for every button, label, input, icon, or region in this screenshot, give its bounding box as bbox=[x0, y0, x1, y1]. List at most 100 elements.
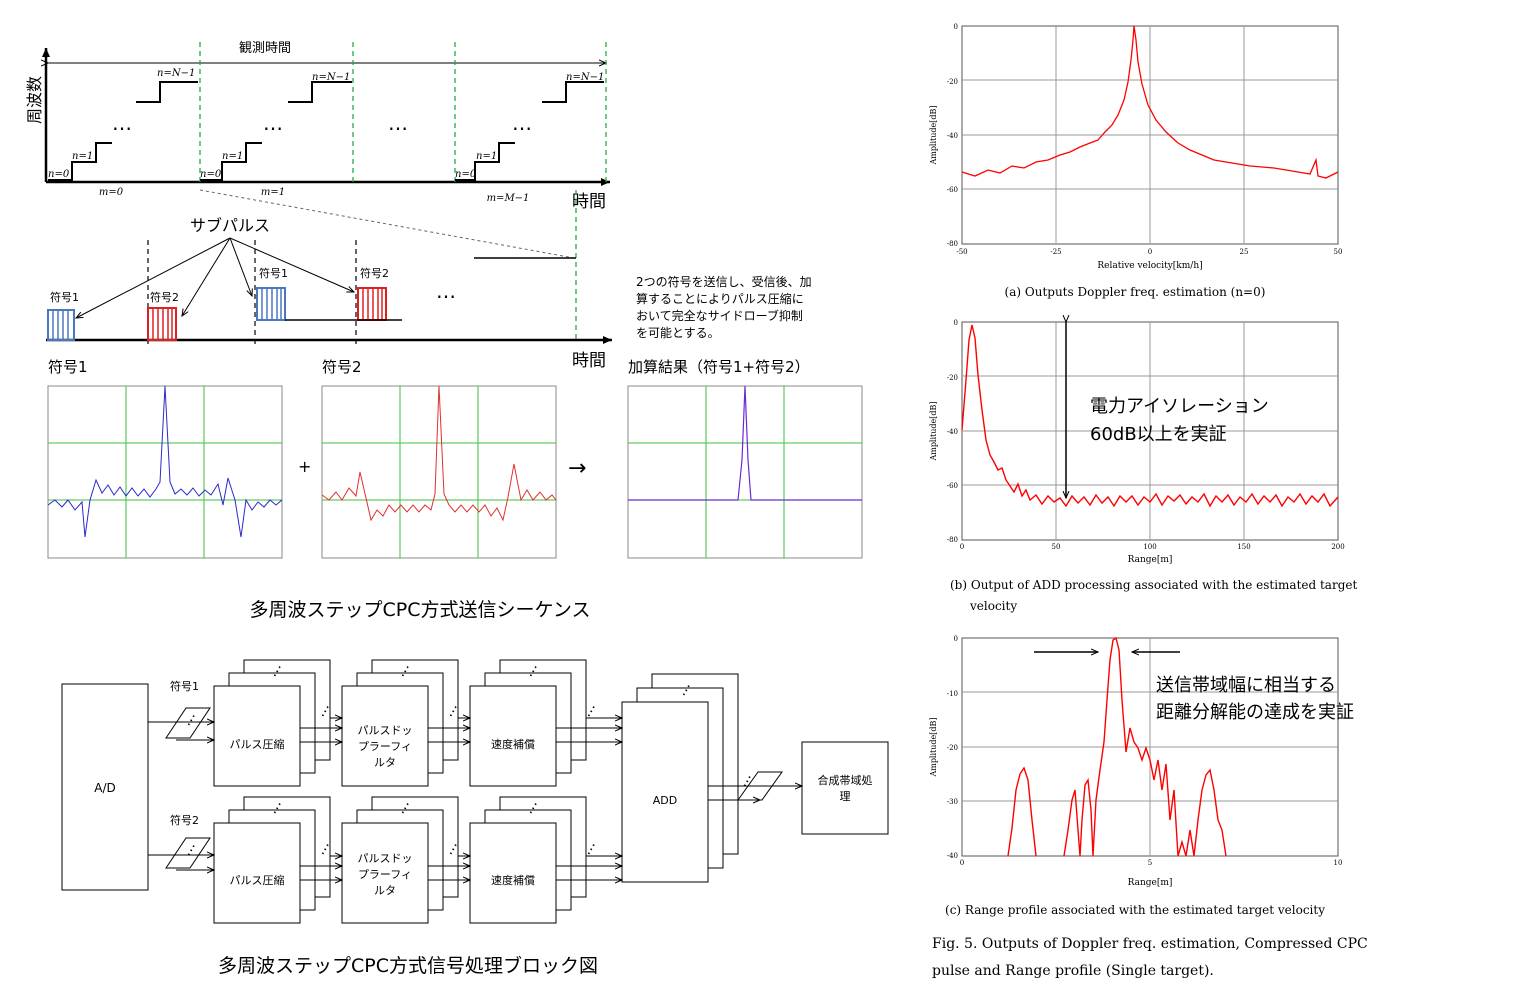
svg-text:0: 0 bbox=[954, 23, 958, 31]
svg-text:⋯: ⋯ bbox=[581, 701, 602, 721]
code1-plot bbox=[47, 385, 283, 559]
upper-doppler-stack bbox=[341, 659, 459, 787]
svg-text:-30: -30 bbox=[947, 798, 958, 806]
svg-text:プラーフィ: プラーフィ bbox=[358, 740, 412, 753]
svg-text:…: … bbox=[436, 279, 456, 303]
svg-text:n=0: n=0 bbox=[48, 169, 70, 180]
svg-text:0: 0 bbox=[954, 319, 958, 327]
svg-text:m=M−1: m=M−1 bbox=[487, 193, 530, 204]
svg-text:ルタ: ルタ bbox=[374, 756, 396, 769]
svg-text:Amplitude[dB]: Amplitude[dB] bbox=[929, 717, 938, 777]
svg-text:(c) Range profile associated w: (c) Range profile associated with the es… bbox=[945, 903, 1325, 917]
svg-text:⋯: ⋯ bbox=[267, 798, 288, 818]
staircases bbox=[48, 81, 604, 181]
code2-title: 符号2 bbox=[322, 358, 362, 376]
step-labels: n=0 n=1 n=N−1 n=0 n=1 n=N−1 n=0 n=1 n=N−… bbox=[48, 68, 604, 180]
fig-caption-2: pulse and Range profile (Single target). bbox=[932, 963, 1214, 979]
svg-text:m=1: m=1 bbox=[261, 187, 285, 198]
svg-text:⋯: ⋯ bbox=[267, 661, 288, 681]
svg-text:合成帯域処: 合成帯域処 bbox=[818, 773, 873, 787]
svg-text:⋯: ⋯ bbox=[523, 798, 544, 818]
lower-pulse-stack bbox=[213, 796, 331, 924]
resolution-note-1: 送信帯域幅に相当する bbox=[1156, 675, 1336, 696]
sum-plot bbox=[627, 385, 863, 559]
svg-text:n=0: n=0 bbox=[455, 169, 477, 180]
code2-plot bbox=[321, 385, 557, 559]
time-label-2: 時間 bbox=[572, 351, 606, 371]
svg-text:25: 25 bbox=[1240, 248, 1249, 256]
svg-text:…: … bbox=[112, 111, 132, 135]
add-stack bbox=[621, 673, 739, 883]
lower-velocity-stack bbox=[469, 796, 587, 924]
code1-title: 符号1 bbox=[48, 358, 88, 376]
svg-text:-60: -60 bbox=[947, 482, 958, 490]
svg-text:100: 100 bbox=[1143, 543, 1156, 551]
svg-text:0: 0 bbox=[960, 859, 964, 867]
svg-text:符号2: 符号2 bbox=[360, 267, 389, 280]
svg-text:⋯: ⋯ bbox=[181, 710, 202, 730]
svg-text:-10: -10 bbox=[947, 690, 958, 698]
svg-text:-20: -20 bbox=[947, 78, 958, 86]
svg-text:速度補償: 速度補償 bbox=[491, 737, 535, 751]
lower-doppler-stack bbox=[341, 796, 459, 924]
svg-text:⋯: ⋯ bbox=[676, 680, 697, 700]
block-diagram: A/D bbox=[61, 659, 889, 924]
svg-text:⋯: ⋯ bbox=[737, 771, 758, 791]
svg-text:(b) Output of ADD processing a: (b) Output of ADD processing associated … bbox=[950, 578, 1357, 592]
svg-text:Range[m]: Range[m] bbox=[1128, 555, 1173, 565]
svg-text:-60: -60 bbox=[947, 186, 958, 194]
svg-text:パルスドッ: パルスドッ bbox=[358, 852, 413, 865]
pulse-labels: 符号1 符号2 符号1 符号2 bbox=[50, 267, 389, 304]
svg-text:算することによりパルス圧縮に: 算することによりパルス圧縮に bbox=[636, 291, 804, 306]
svg-text:10: 10 bbox=[1334, 859, 1343, 867]
svg-text:-20: -20 bbox=[947, 374, 958, 382]
synthesis-block bbox=[801, 741, 889, 835]
svg-text:velocity: velocity bbox=[969, 599, 1017, 613]
svg-text:符号1: 符号1 bbox=[170, 680, 199, 693]
svg-text:-20: -20 bbox=[947, 744, 958, 752]
svg-text:ADD: ADD bbox=[653, 794, 677, 807]
svg-text:n=0: n=0 bbox=[200, 169, 222, 180]
svg-text:Amplitude[dB]: Amplitude[dB] bbox=[929, 105, 938, 165]
ad-label: A/D bbox=[94, 781, 116, 795]
chart-c: 0 -10 -20 -30 -40 0 5 10 Amplitude[dB] R… bbox=[929, 635, 1354, 917]
svg-text:-50: -50 bbox=[956, 248, 967, 256]
sequence-caption: 多周波ステップCPC方式送信シーケンス bbox=[249, 599, 590, 621]
pulse-code1-a bbox=[47, 309, 75, 341]
svg-text:を可能とする。: を可能とする。 bbox=[636, 326, 720, 340]
svg-text:パルスドッ: パルスドッ bbox=[358, 724, 413, 737]
svg-text:n=1: n=1 bbox=[222, 151, 243, 162]
time-label: 時間 bbox=[572, 192, 606, 212]
sum-title: 加算結果（符号1+符号2） bbox=[628, 358, 810, 376]
svg-text:0: 0 bbox=[960, 543, 964, 551]
svg-text:Relative velocity[km/h]: Relative velocity[km/h] bbox=[1097, 261, 1202, 271]
svg-text:2つの符号を送信し、受信後、加: 2つの符号を送信し、受信後、加 bbox=[636, 274, 812, 289]
svg-text:⋯: ⋯ bbox=[443, 839, 464, 859]
subpulse-pointers bbox=[76, 237, 354, 318]
ad-block bbox=[61, 683, 149, 891]
svg-text:⋯: ⋯ bbox=[315, 839, 336, 859]
block-labels: 符号1 符号2 パルス圧縮 パルス圧縮 パルスドッ プラーフィ ルタ パルスドッ… bbox=[170, 680, 873, 897]
svg-text:…: … bbox=[512, 111, 532, 135]
frequency-label: 周波数 bbox=[25, 76, 44, 124]
svg-text:-80: -80 bbox=[947, 240, 958, 248]
svg-text:⋯: ⋯ bbox=[523, 661, 544, 681]
svg-text:速度補償: 速度補償 bbox=[491, 873, 535, 887]
block-ellipses: ⋯ ⋯ ⋯ ⋯ ⋯ ⋯ ⋯ ⋯ ⋯ ⋯ ⋯ ⋯ ⋯ ⋯ ⋯ ⋯ bbox=[181, 661, 758, 860]
timing-diagram: 周波数 時間 観測時間 n=0 n=1 n=N−1 n=0 n=1 bbox=[25, 41, 812, 371]
block-caption: 多周波ステップCPC方式信号処理ブロック図 bbox=[218, 954, 598, 977]
ellipses: … … … … … bbox=[112, 111, 532, 303]
svg-text:…: … bbox=[388, 111, 408, 135]
svg-text:…: … bbox=[263, 111, 283, 135]
svg-text:0: 0 bbox=[1148, 248, 1152, 256]
svg-text:符号1: 符号1 bbox=[50, 291, 79, 304]
chart-a: 0 -20 -40 -60 -80 -50 -25 0 25 50 Amplit… bbox=[929, 23, 1342, 299]
svg-text:ルタ: ルタ bbox=[374, 884, 396, 897]
m-labels: m=0 m=1 m=M−1 bbox=[99, 187, 530, 204]
svg-text:50: 50 bbox=[1052, 543, 1061, 551]
svg-text:-40: -40 bbox=[947, 852, 958, 860]
isolation-note-2: 60dB以上を実証 bbox=[1090, 424, 1227, 445]
observation-label: 観測時間 bbox=[239, 41, 291, 56]
plus-sign: + bbox=[298, 457, 311, 476]
